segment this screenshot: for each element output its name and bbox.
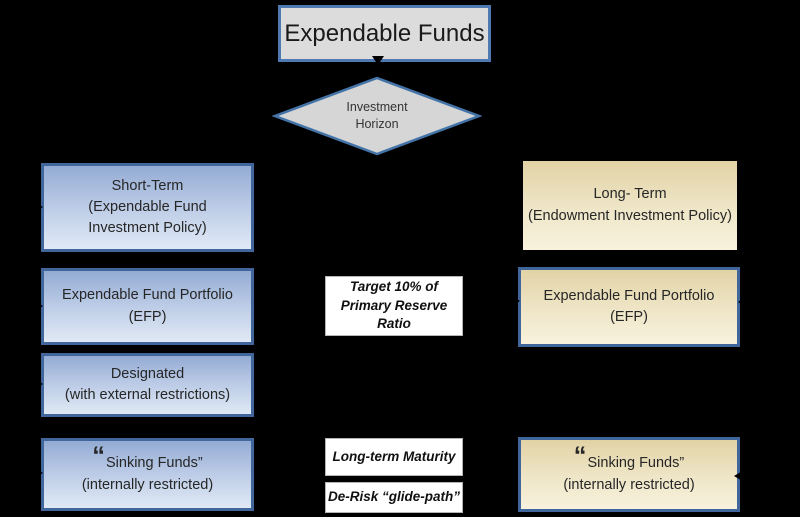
efp-right-box: Expendable Fund Portfolio (EFP) bbox=[518, 267, 740, 347]
investment-horizon-decision: Investment Horizon bbox=[271, 76, 483, 156]
connector-arrowhead-icon bbox=[738, 296, 748, 308]
connector-arrowhead-icon bbox=[510, 295, 520, 307]
sinking-funds-left-box: “Sinking Funds” (internally restricted) bbox=[41, 438, 254, 511]
de-risk-glide-path-note: De-Risk “glide-path” bbox=[325, 482, 463, 513]
connector-arrowhead-icon bbox=[254, 300, 264, 312]
connector-arrowhead-icon bbox=[33, 300, 43, 312]
root-label: Expendable Funds bbox=[284, 19, 485, 47]
efp-left-box: Expendable Fund Portfolio (EFP) bbox=[41, 268, 254, 345]
connector-arrowhead-icon bbox=[33, 378, 43, 390]
decision-label: Investment Horizon bbox=[346, 100, 408, 131]
long-term-box: Long- Term (Endowment Investment Policy) bbox=[523, 161, 737, 250]
target-reserve-note: Target 10% of Primary Reserve Ratio bbox=[325, 276, 463, 336]
designated-box: Designated (with external restrictions) bbox=[41, 353, 254, 417]
connector-arrowhead-icon bbox=[734, 470, 744, 482]
sinking-funds-right-box: “Sinking Funds” (internally restricted) bbox=[518, 437, 740, 512]
expendable-funds-box: Expendable Funds bbox=[278, 5, 491, 62]
connector-arrowhead-icon bbox=[33, 201, 43, 213]
connector-arrowhead-down-icon bbox=[372, 56, 384, 65]
connector-arrowhead-icon bbox=[33, 467, 43, 479]
diamond-shape-icon bbox=[271, 76, 483, 156]
short-term-box: Short-Term (Expendable Fund Investment P… bbox=[41, 163, 254, 252]
long-term-maturity-note: Long-term Maturity bbox=[325, 438, 463, 476]
